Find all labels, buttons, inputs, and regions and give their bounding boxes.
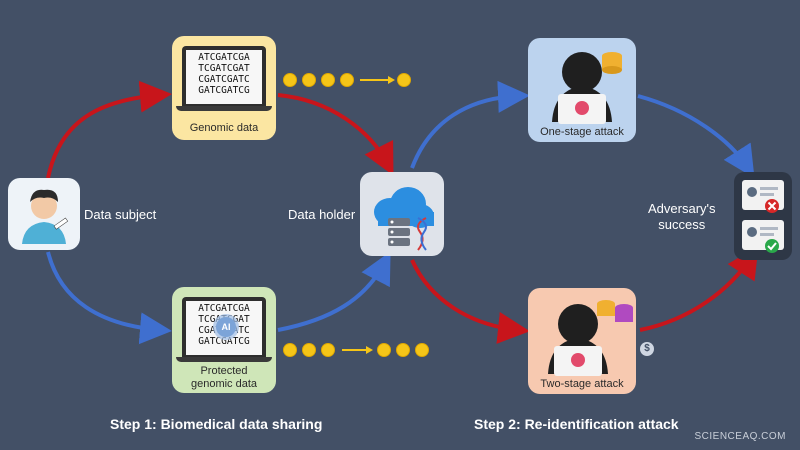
data-holder-card — [360, 172, 444, 256]
hacker-icon — [552, 52, 622, 124]
step-1-title: Step 1: Biomedical data sharing — [110, 416, 323, 432]
protected-genomic-label: Protected genomic data — [190, 365, 258, 390]
adversary-success-card — [734, 172, 792, 260]
coin-row-bottom — [283, 343, 429, 357]
arrow-genomic-to-holder — [277, 93, 394, 176]
laptop-icon: ATCGATCGA TCGATCGAT CGATCGATC GATCGATCG … — [182, 297, 266, 357]
coin-row-top — [283, 73, 411, 87]
laptop-icon: ATCGATCGA TCGATCGAT CGATCGATC GATCGATCG — [182, 46, 266, 106]
arrow-protected-to-holder — [277, 251, 391, 332]
genomic-data-card: ATCGATCGA TCGATCGAT CGATCGATC GATCGATCG … — [172, 36, 276, 140]
skull-icon — [575, 101, 589, 115]
check-icon — [765, 239, 779, 253]
arrow-subject-to-genomic — [46, 80, 172, 179]
cloud-database-icon — [374, 187, 434, 251]
protected-genomic-card: ATCGATCGA TCGATCGAT CGATCGATC GATCGATCG … — [172, 287, 276, 393]
dna-icon — [417, 217, 427, 251]
two-stage-attack-card: Two-stage attack — [528, 288, 636, 394]
skull-icon — [571, 353, 585, 367]
arrow-two-stage-to-adversary — [639, 245, 759, 332]
person-icon — [22, 189, 69, 244]
genomic-data-label: Genomic data — [189, 122, 259, 134]
hacker-icon — [548, 300, 633, 376]
two-stage-label: Two-stage attack — [540, 378, 624, 390]
dollar-icon: $ — [640, 342, 654, 356]
sequence-text: ATCGATCGA TCGATCGAT CGATCGATC GATCGATCG — [186, 50, 262, 104]
data-holder-label: Data holder — [288, 207, 356, 222]
one-stage-attack-card: One-stage attack — [528, 38, 636, 142]
step-2-title: Step 2: Re-identification attack — [474, 416, 679, 432]
arrow-one-stage-to-adversary — [637, 94, 755, 179]
id-card-icon — [742, 180, 784, 253]
watermark: SCIENCEAQ.COM — [694, 431, 786, 442]
ai-badge: AI — [216, 317, 236, 337]
adversary-success-label: Adversary's success — [648, 201, 716, 232]
one-stage-label: One-stage attack — [540, 126, 624, 138]
data-subject-label: Data subject — [84, 207, 157, 222]
data-subject-card — [8, 178, 80, 250]
arrow-subject-to-protected — [46, 251, 172, 345]
arrow-holder-to-two-stage — [410, 259, 530, 344]
arrow-holder-to-one-stage — [410, 80, 530, 169]
